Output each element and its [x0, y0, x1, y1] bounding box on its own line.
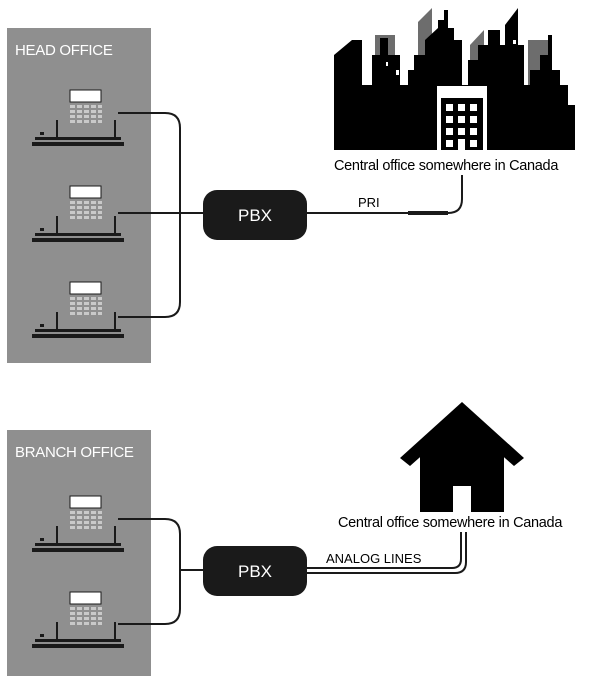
head-phone-2: [31, 185, 125, 243]
head-office-title: HEAD OFFICE: [15, 42, 113, 59]
desk-phone-icon: [31, 495, 125, 553]
branch-central-office-label: Central office somewhere in Canada: [338, 515, 563, 531]
branch-phone-2: [31, 591, 125, 649]
head-phone-1: [31, 89, 125, 147]
analog-line-2: [307, 532, 467, 574]
analog-lines-label: ANALOG LINES: [326, 551, 422, 566]
branch-office-panel: BRANCH OFFICE: [7, 430, 151, 676]
head-phone-connector: [118, 112, 181, 318]
branch-pbx: PBX: [203, 546, 307, 596]
office-building-icon: [437, 86, 487, 150]
pri-cable-segment: [408, 211, 448, 215]
branch-pbx-label: PBX: [238, 562, 272, 581]
house-icon: [400, 402, 524, 512]
branch-office-title: BRANCH OFFICE: [15, 444, 134, 461]
branch-phone-connector: [118, 518, 181, 625]
head-pbx: PBX: [203, 190, 307, 240]
head-central-office-label: Central office somewhere in Canada: [334, 158, 559, 174]
pri-label: PRI: [358, 195, 380, 210]
branch-phone-1: [31, 495, 125, 553]
desk-phone-icon: [31, 281, 125, 339]
desk-phone-icon: [31, 185, 125, 243]
analog-line-1: [307, 532, 462, 569]
pri-line: [307, 175, 463, 214]
head-pbx-label: PBX: [238, 206, 272, 225]
head-phone-3: [31, 281, 125, 339]
desk-phone-icon: [31, 591, 125, 649]
desk-phone-icon: [31, 89, 125, 147]
city-skyline-icon: [334, 8, 575, 150]
